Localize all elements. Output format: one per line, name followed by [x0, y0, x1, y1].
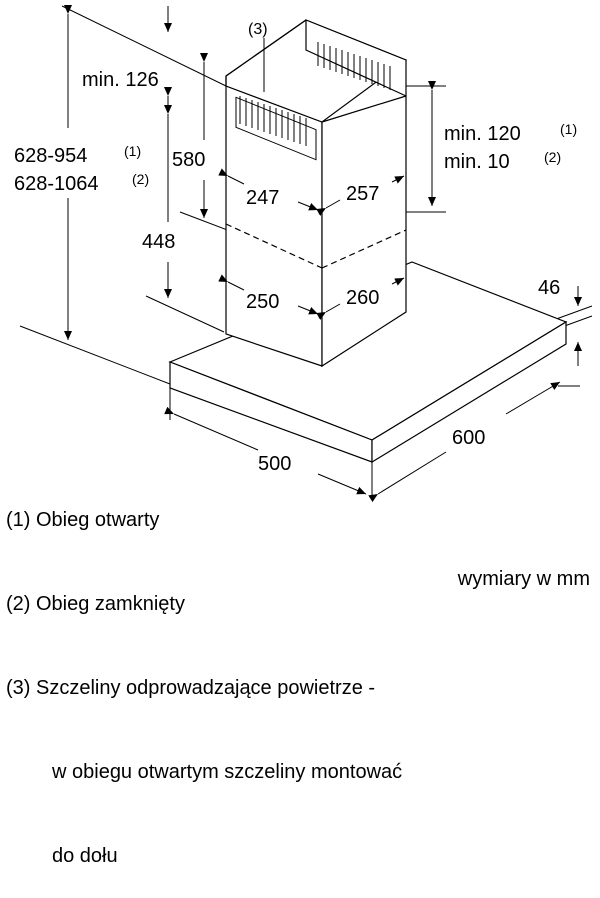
total-height-1-ref: (1) — [124, 143, 141, 159]
upper-depth-label: 257 — [346, 183, 379, 205]
ventilation-slots — [235, 38, 391, 161]
legend-item-air-slots: (3) Szczeliny odprowadzające powietrze - — [6, 677, 376, 699]
canopy-height-label: 46 — [538, 277, 560, 299]
legend-item-air-slots-line2: w obiegu otwartym szczeliny montować — [52, 761, 403, 783]
total-height-2-ref: (2) — [132, 171, 149, 187]
upper-width-label: 247 — [246, 187, 279, 209]
canopy — [168, 261, 568, 464]
lower-chimney-height-label: 448 — [142, 231, 175, 253]
min-126-label: min. 126 — [82, 69, 159, 91]
legend: (1) Obieg otwarty (2) Obieg zamknięty (3… — [6, 450, 402, 898]
upper-chimney-height-label: 580 — [172, 149, 205, 171]
ceiling-gap-2-ref: (2) — [544, 149, 561, 165]
slots-ref-label: (3) — [248, 21, 268, 38]
canopy-depth-label: 600 — [452, 427, 485, 449]
chimney — [225, 19, 408, 368]
reference-lines — [19, 5, 593, 500]
ceiling-gap-2-label: min. 10 — [444, 151, 510, 173]
dimension-arrows — [64, 5, 582, 503]
legend-item-closed-circulation: (2) Obieg zamknięty — [6, 593, 185, 615]
canopy-width-label: 500 — [258, 453, 291, 475]
hood-dimension-diagram: (3) min. 126 628-954 (1) 628-1064 (2) 58… — [12, 5, 593, 503]
lower-width-label: 250 — [246, 291, 279, 313]
total-height-2-label: 628-1064 — [14, 173, 99, 195]
ceiling-gap-1-label: min. 120 — [444, 123, 521, 145]
units-note: wymiary w mm — [457, 568, 590, 590]
legend-item-open-circulation: (1) Obieg otwarty — [6, 509, 160, 531]
total-height-1-label: 628-954 — [14, 145, 87, 167]
lower-depth-label: 260 — [346, 287, 379, 309]
legend-item-air-slots-line3: do dołu — [52, 845, 118, 867]
ceiling-gap-1-ref: (1) — [560, 121, 577, 137]
